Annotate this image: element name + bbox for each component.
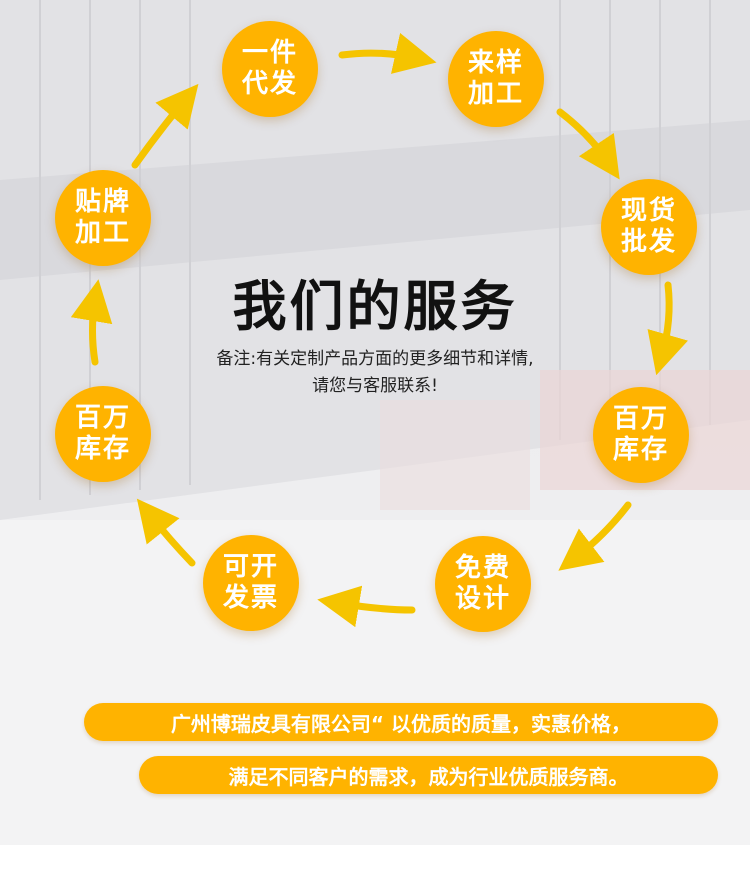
service-circle-oem-processing: 贴牌 加工 xyxy=(55,170,151,266)
arrow-icon xyxy=(338,32,437,74)
service-label: 加工 xyxy=(467,79,524,109)
note-text: 备注:有关定制产品方面的更多细节和详情, xyxy=(216,349,534,369)
service-label: 百万 xyxy=(612,404,669,434)
service-label: 可开 xyxy=(222,552,279,582)
slogan-banner: 满足不同客户的需求，成为行业优质服务商。 xyxy=(139,756,718,794)
service-circle-one-piece-dropship: 一件 代发 xyxy=(222,21,318,117)
slogan-banner: 广州博瑞皮具有限公司“ 以优质的质量，实惠价格， xyxy=(84,703,718,741)
service-label: 发票 xyxy=(222,583,279,613)
service-label: 免费 xyxy=(454,553,511,583)
arrow-icon xyxy=(647,281,688,376)
service-circle-free-design: 免费 设计 xyxy=(435,536,531,632)
service-label: 贴牌 xyxy=(74,187,131,217)
arrow-icon xyxy=(317,585,416,628)
service-circle-million-inventory-left: 百万 库存 xyxy=(55,386,151,482)
service-label: 设计 xyxy=(454,584,511,614)
service-label: 来样 xyxy=(467,48,524,78)
arrow-icon xyxy=(558,501,632,571)
warehouse-background xyxy=(0,0,750,845)
slogan-text: 广州博瑞皮具有限公司“ 以优质的质量，实惠价格， xyxy=(170,711,632,736)
service-circle-sample-processing: 来样 加工 xyxy=(448,31,544,127)
service-label: 库存 xyxy=(74,434,131,464)
service-label: 批发 xyxy=(620,227,677,257)
slogan-text: 满足不同客户的需求，成为行业优质服务商。 xyxy=(228,764,629,789)
service-label: 加工 xyxy=(74,218,131,248)
service-circle-million-inventory-right: 百万 库存 xyxy=(593,387,689,483)
arrow-icon xyxy=(136,498,196,567)
note-text: 请您与客服联系! xyxy=(312,376,438,396)
service-circle-stock-wholesale: 现货 批发 xyxy=(601,179,697,275)
arrow-icon xyxy=(70,279,113,366)
cycle-arrows xyxy=(70,32,688,628)
service-label: 百万 xyxy=(74,403,131,433)
service-label: 一件 xyxy=(241,38,298,68)
footer-strip xyxy=(0,845,750,884)
service-circle-invoice: 可开 发票 xyxy=(203,535,299,631)
page-title: 我们的服务 xyxy=(232,275,518,338)
arrow-icon xyxy=(131,83,199,169)
service-label: 代发 xyxy=(241,69,298,99)
service-label: 现货 xyxy=(620,196,677,226)
arrow-icon xyxy=(556,108,620,180)
service-label: 库存 xyxy=(612,435,669,465)
